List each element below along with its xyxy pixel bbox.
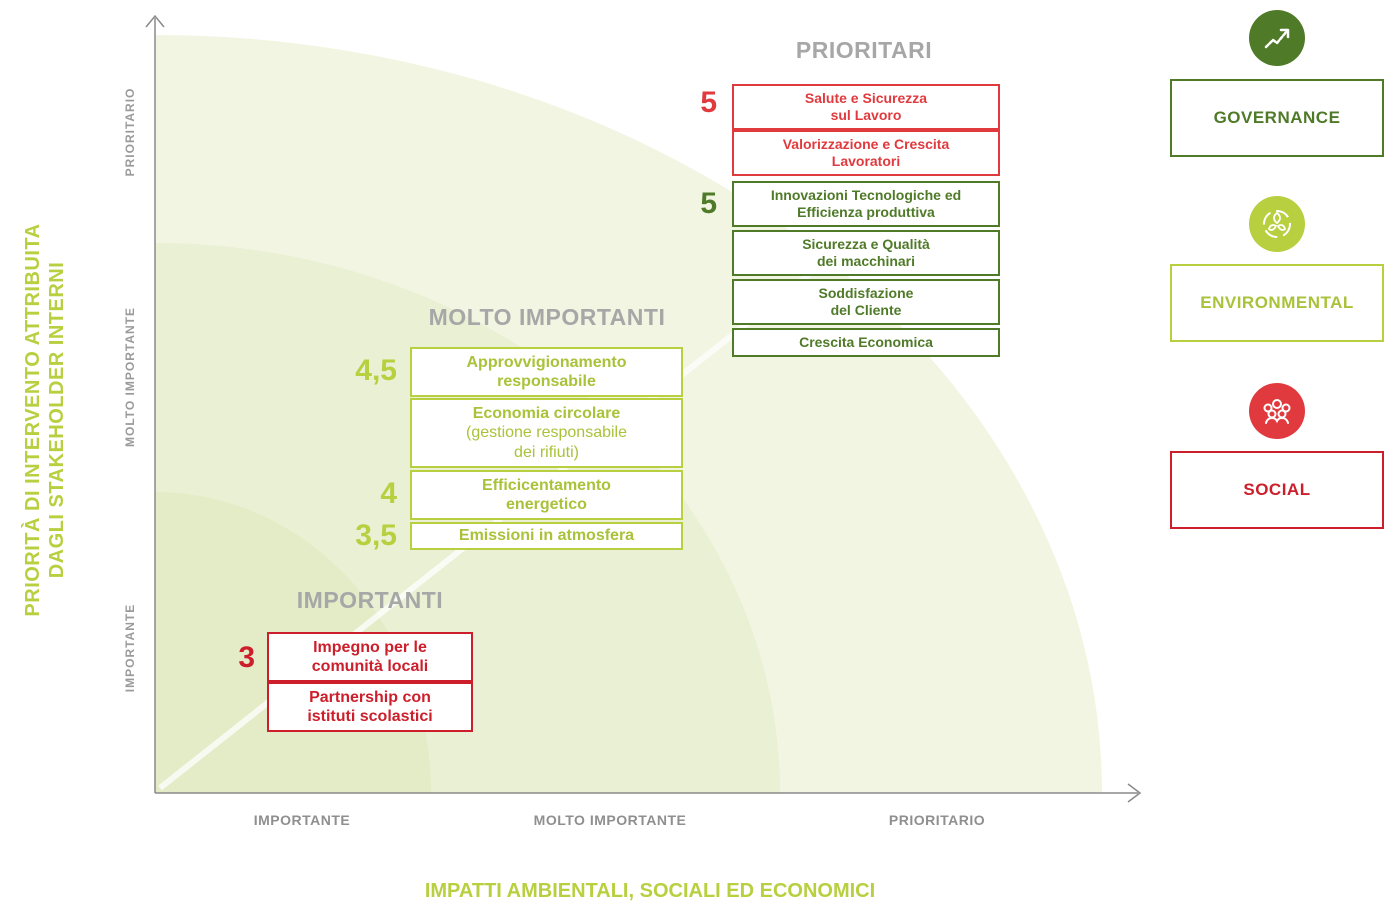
topic-soddisfazione: Soddisfazione del Cliente: [732, 279, 1000, 325]
topic-valorizzazione-line1: Valorizzazione e Crescita: [782, 136, 950, 153]
topic-soddisfazione-line1: Soddisfazione: [818, 285, 914, 302]
score-3: 3: [238, 641, 255, 674]
topic-innovazioni-line1: Innovazioni Tecnologiche ed: [770, 187, 962, 204]
zone-label-importanti: IMPORTANTI: [296, 587, 444, 613]
recycle-leaves-icon: [1249, 196, 1305, 252]
diagonal-arrowhead: [1034, 69, 1066, 101]
topic-sicurezza-qualita: Sicurezza e Qualità dei macchinari: [732, 230, 1000, 276]
topic-economia-line2: (gestione responsabile: [466, 424, 627, 442]
topic-salute-line2: sul Lavoro: [830, 107, 902, 123]
topic-efficientamento-line2: energetico: [506, 496, 587, 513]
topic-crescita-economica: Crescita Economica: [732, 328, 1000, 357]
x-axis-arrowhead: [1127, 783, 1142, 803]
topic-economia-line1: Economia circolare: [472, 405, 621, 423]
x-axis-title: IMPATTI AMBIENTALI, SOCIALI ED ECONOMICI: [424, 880, 876, 902]
topic-crescita-label: Crescita Economica: [799, 334, 933, 351]
zone-label-molto-importanti: MOLTO IMPORTANTI: [428, 304, 666, 330]
topic-partnership-scuole: Partnership con istituti scolastici: [267, 682, 473, 732]
topic-valorizzazione-line2: Lavoratori: [831, 153, 901, 169]
people-group-icon: [1249, 383, 1305, 439]
topic-economia-line3: dei rifiuti): [514, 443, 579, 461]
score-4: 4: [380, 477, 397, 510]
x-tick-molto-importante: MOLTO IMPORTANTE: [533, 812, 687, 828]
legend-environmental: ENVIRONMENTAL: [1170, 264, 1384, 342]
topic-emissioni: Emissioni in atmosfera: [410, 522, 683, 550]
topic-impegno-line2: comunità locali: [311, 658, 429, 675]
zone-label-prioritari: PRIORITARI: [795, 37, 933, 63]
y-tick-molto-importante: MOLTO IMPORTANTE: [123, 307, 137, 447]
topic-innovazioni-line2: Efficienza produttiva: [797, 204, 935, 220]
topic-approvvigionamento-line2: responsabile: [497, 373, 596, 390]
y-tick-importante: IMPORTANTE: [123, 603, 137, 693]
topic-partnership-line1: Partnership con: [309, 688, 431, 706]
score-prioritari-governance: 5: [700, 187, 717, 220]
score-3-5: 3,5: [355, 519, 397, 552]
topic-efficientamento: Efficicentamento energetico: [410, 470, 683, 520]
legend-social: SOCIAL: [1170, 451, 1384, 529]
score-prioritari-social: 5: [700, 86, 717, 119]
y-axis-title-line2: DAGLI STAKEHOLDER INTERNI: [46, 261, 68, 579]
score-4-5: 4,5: [355, 354, 397, 387]
topic-approvvigionamento-line1: Approvvigionamento: [466, 353, 627, 371]
topic-partnership-line2: istituti scolastici: [307, 708, 433, 725]
topic-innovazioni: Innovazioni Tecnologiche ed Efficienza p…: [732, 181, 1000, 227]
x-tick-prioritario: PRIORITARIO: [888, 812, 986, 828]
y-axis-title-line1: PRIORITÀ DI INTERVENTO ATTRIBUITA: [22, 223, 44, 617]
topic-sicurezza-line1: Sicurezza e Qualità: [802, 236, 930, 253]
topic-approvvigionamento: Approvvigionamento responsabile: [410, 347, 683, 397]
y-axis-title: PRIORITÀ DI INTERVENTO ATTRIBUITA DAGLI …: [21, 223, 69, 616]
y-axis-arrowhead: [145, 14, 165, 28]
topic-salute-line1: Salute e Sicurezza: [804, 90, 928, 107]
legend-governance: GOVERNANCE: [1170, 79, 1384, 157]
topic-salute-sicurezza: Salute e Sicurezza sul Lavoro: [732, 84, 1000, 130]
topic-sicurezza-line2: dei macchinari: [816, 253, 916, 269]
topic-impegno-line1: Impegno per le: [313, 638, 427, 656]
topic-efficientamento-line1: Efficicentamento: [482, 476, 611, 494]
y-tick-prioritario: PRIORITARIO: [123, 87, 137, 177]
topic-valorizzazione: Valorizzazione e Crescita Lavoratori: [732, 130, 1000, 176]
trend-up-icon: [1249, 10, 1305, 66]
topic-emissioni-label: Emissioni in atmosfera: [458, 527, 635, 545]
x-tick-importante: IMPORTANTE: [253, 812, 351, 828]
topic-soddisfazione-line2: del Cliente: [830, 302, 902, 318]
topic-economia-circolare: Economia circolare (gestione responsabil…: [410, 398, 683, 468]
topic-impegno-comunita: Impegno per le comunità locali: [267, 632, 473, 682]
